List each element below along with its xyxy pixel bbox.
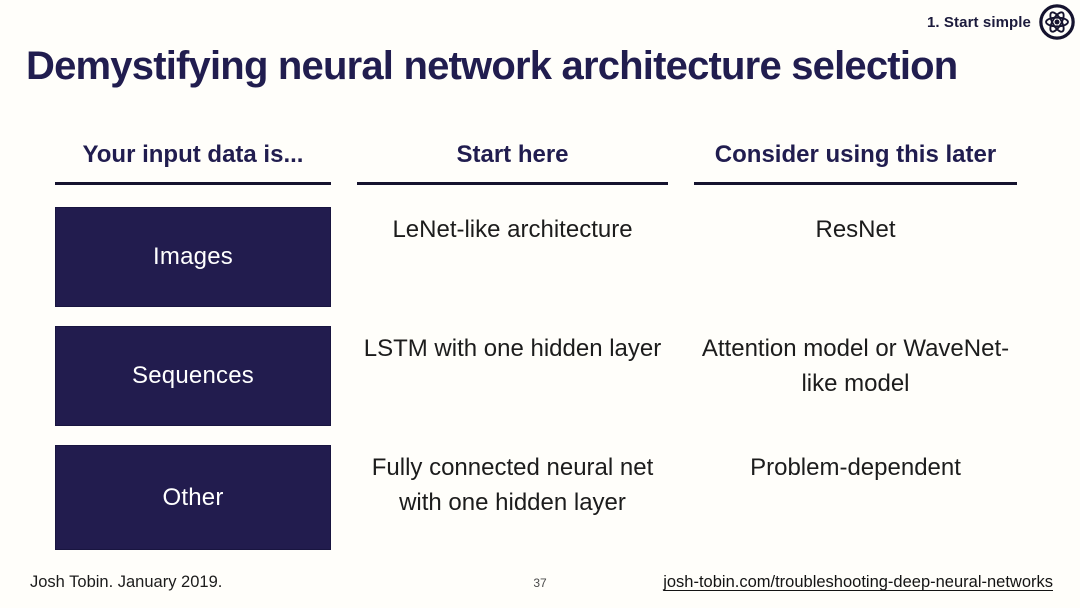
column-header-input: Your input data is... — [55, 138, 331, 185]
input-type-label: Images — [153, 243, 233, 270]
column-header-later: Consider using this later — [694, 138, 1017, 185]
atom-icon — [1038, 3, 1076, 41]
footer-link[interactable]: josh-tobin.com/troubleshooting-deep-neur… — [663, 573, 1053, 591]
start-here-cell: LSTM with one hidden layer — [363, 335, 662, 362]
consider-later-cell: ResNet — [815, 216, 896, 243]
input-type-box-other: Other — [55, 445, 331, 550]
corner-label: 1. Start simple — [926, 13, 1031, 31]
start-here-cell: LeNet-like architecture — [392, 216, 633, 243]
input-type-box-images: Images — [55, 207, 331, 307]
consider-later-cell: Attention model or WaveNet-like model — [701, 335, 1010, 397]
input-type-label: Other — [162, 483, 224, 511]
input-type-box-sequences: Sequences — [55, 326, 331, 426]
corner-tag: 1. Start simple — [927, 3, 1076, 41]
consider-later-cell: Problem-dependent — [750, 454, 961, 481]
column-header-start: Start here — [357, 138, 668, 185]
start-here-cell: Fully connected neural net with one hidd… — [371, 454, 654, 516]
architecture-table: Your input data is... Start here Conside… — [55, 138, 1017, 550]
input-type-label: Sequences — [132, 362, 254, 389]
author-credit: Josh Tobin. January 2019. — [30, 573, 223, 591]
page-title: Demystifying neural network architecture… — [26, 44, 958, 88]
page-number: 37 — [533, 576, 547, 590]
